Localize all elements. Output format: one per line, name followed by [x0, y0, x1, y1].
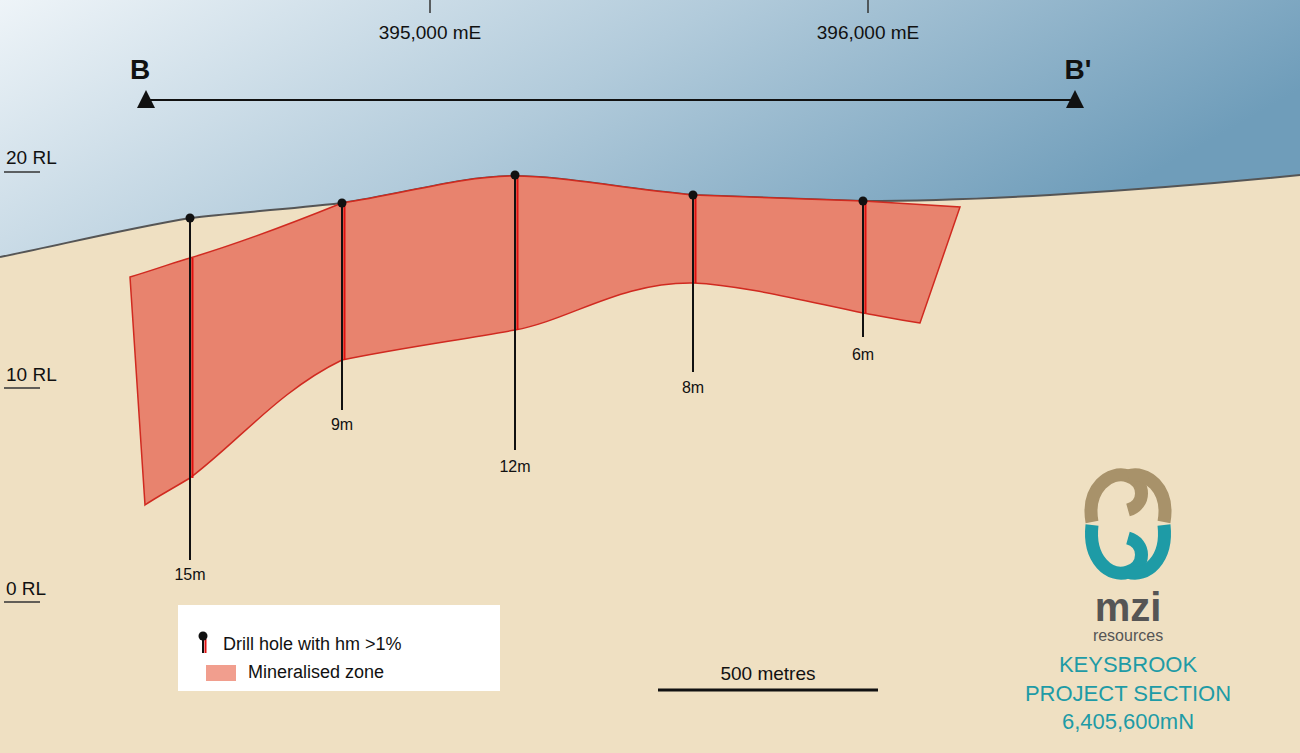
- depth-label: 15m: [174, 566, 205, 584]
- legend-entry: Mineralised zone: [178, 661, 500, 685]
- section-line: [137, 90, 1084, 108]
- legend-entry: Drill hole with hm >1%: [178, 633, 500, 657]
- mineralised-zone: [130, 176, 960, 505]
- scale-label: 500 metres: [720, 663, 815, 685]
- easting-label: 396,000 mE: [817, 22, 919, 44]
- depth-label: 6m: [852, 346, 874, 364]
- section-end: B: [130, 54, 150, 86]
- scale-bar: [658, 689, 878, 692]
- logo-subtext: resources: [1093, 627, 1163, 645]
- mineralised-intercepts: [193, 176, 866, 478]
- drill-collars: [186, 171, 868, 223]
- depth-label: 9m: [331, 416, 353, 434]
- legend-text: Mineralised zone: [248, 662, 384, 683]
- depth-label: 12m: [499, 458, 530, 476]
- legend-swatch: [206, 665, 236, 681]
- legend-text: Drill hole with hm >1%: [223, 634, 402, 655]
- project-title: KEYSBROOK PROJECT SECTION 6,405,600mN: [1006, 651, 1251, 737]
- section-end: B': [1065, 54, 1092, 86]
- rl-label: 20 RL: [6, 147, 57, 169]
- grid-ticks: [4, 0, 868, 602]
- company-logo: [1091, 475, 1165, 573]
- rl-label: 0 RL: [6, 578, 46, 600]
- legend-box: Drill hole with hm >1% Mineralised zone: [178, 605, 500, 691]
- easting-label: 395,000 mE: [379, 22, 481, 44]
- depth-label: 8m: [682, 379, 704, 397]
- rl-label: 10 RL: [6, 364, 57, 386]
- logo-text: mzi: [1095, 584, 1162, 630]
- drill-holes: [190, 175, 863, 560]
